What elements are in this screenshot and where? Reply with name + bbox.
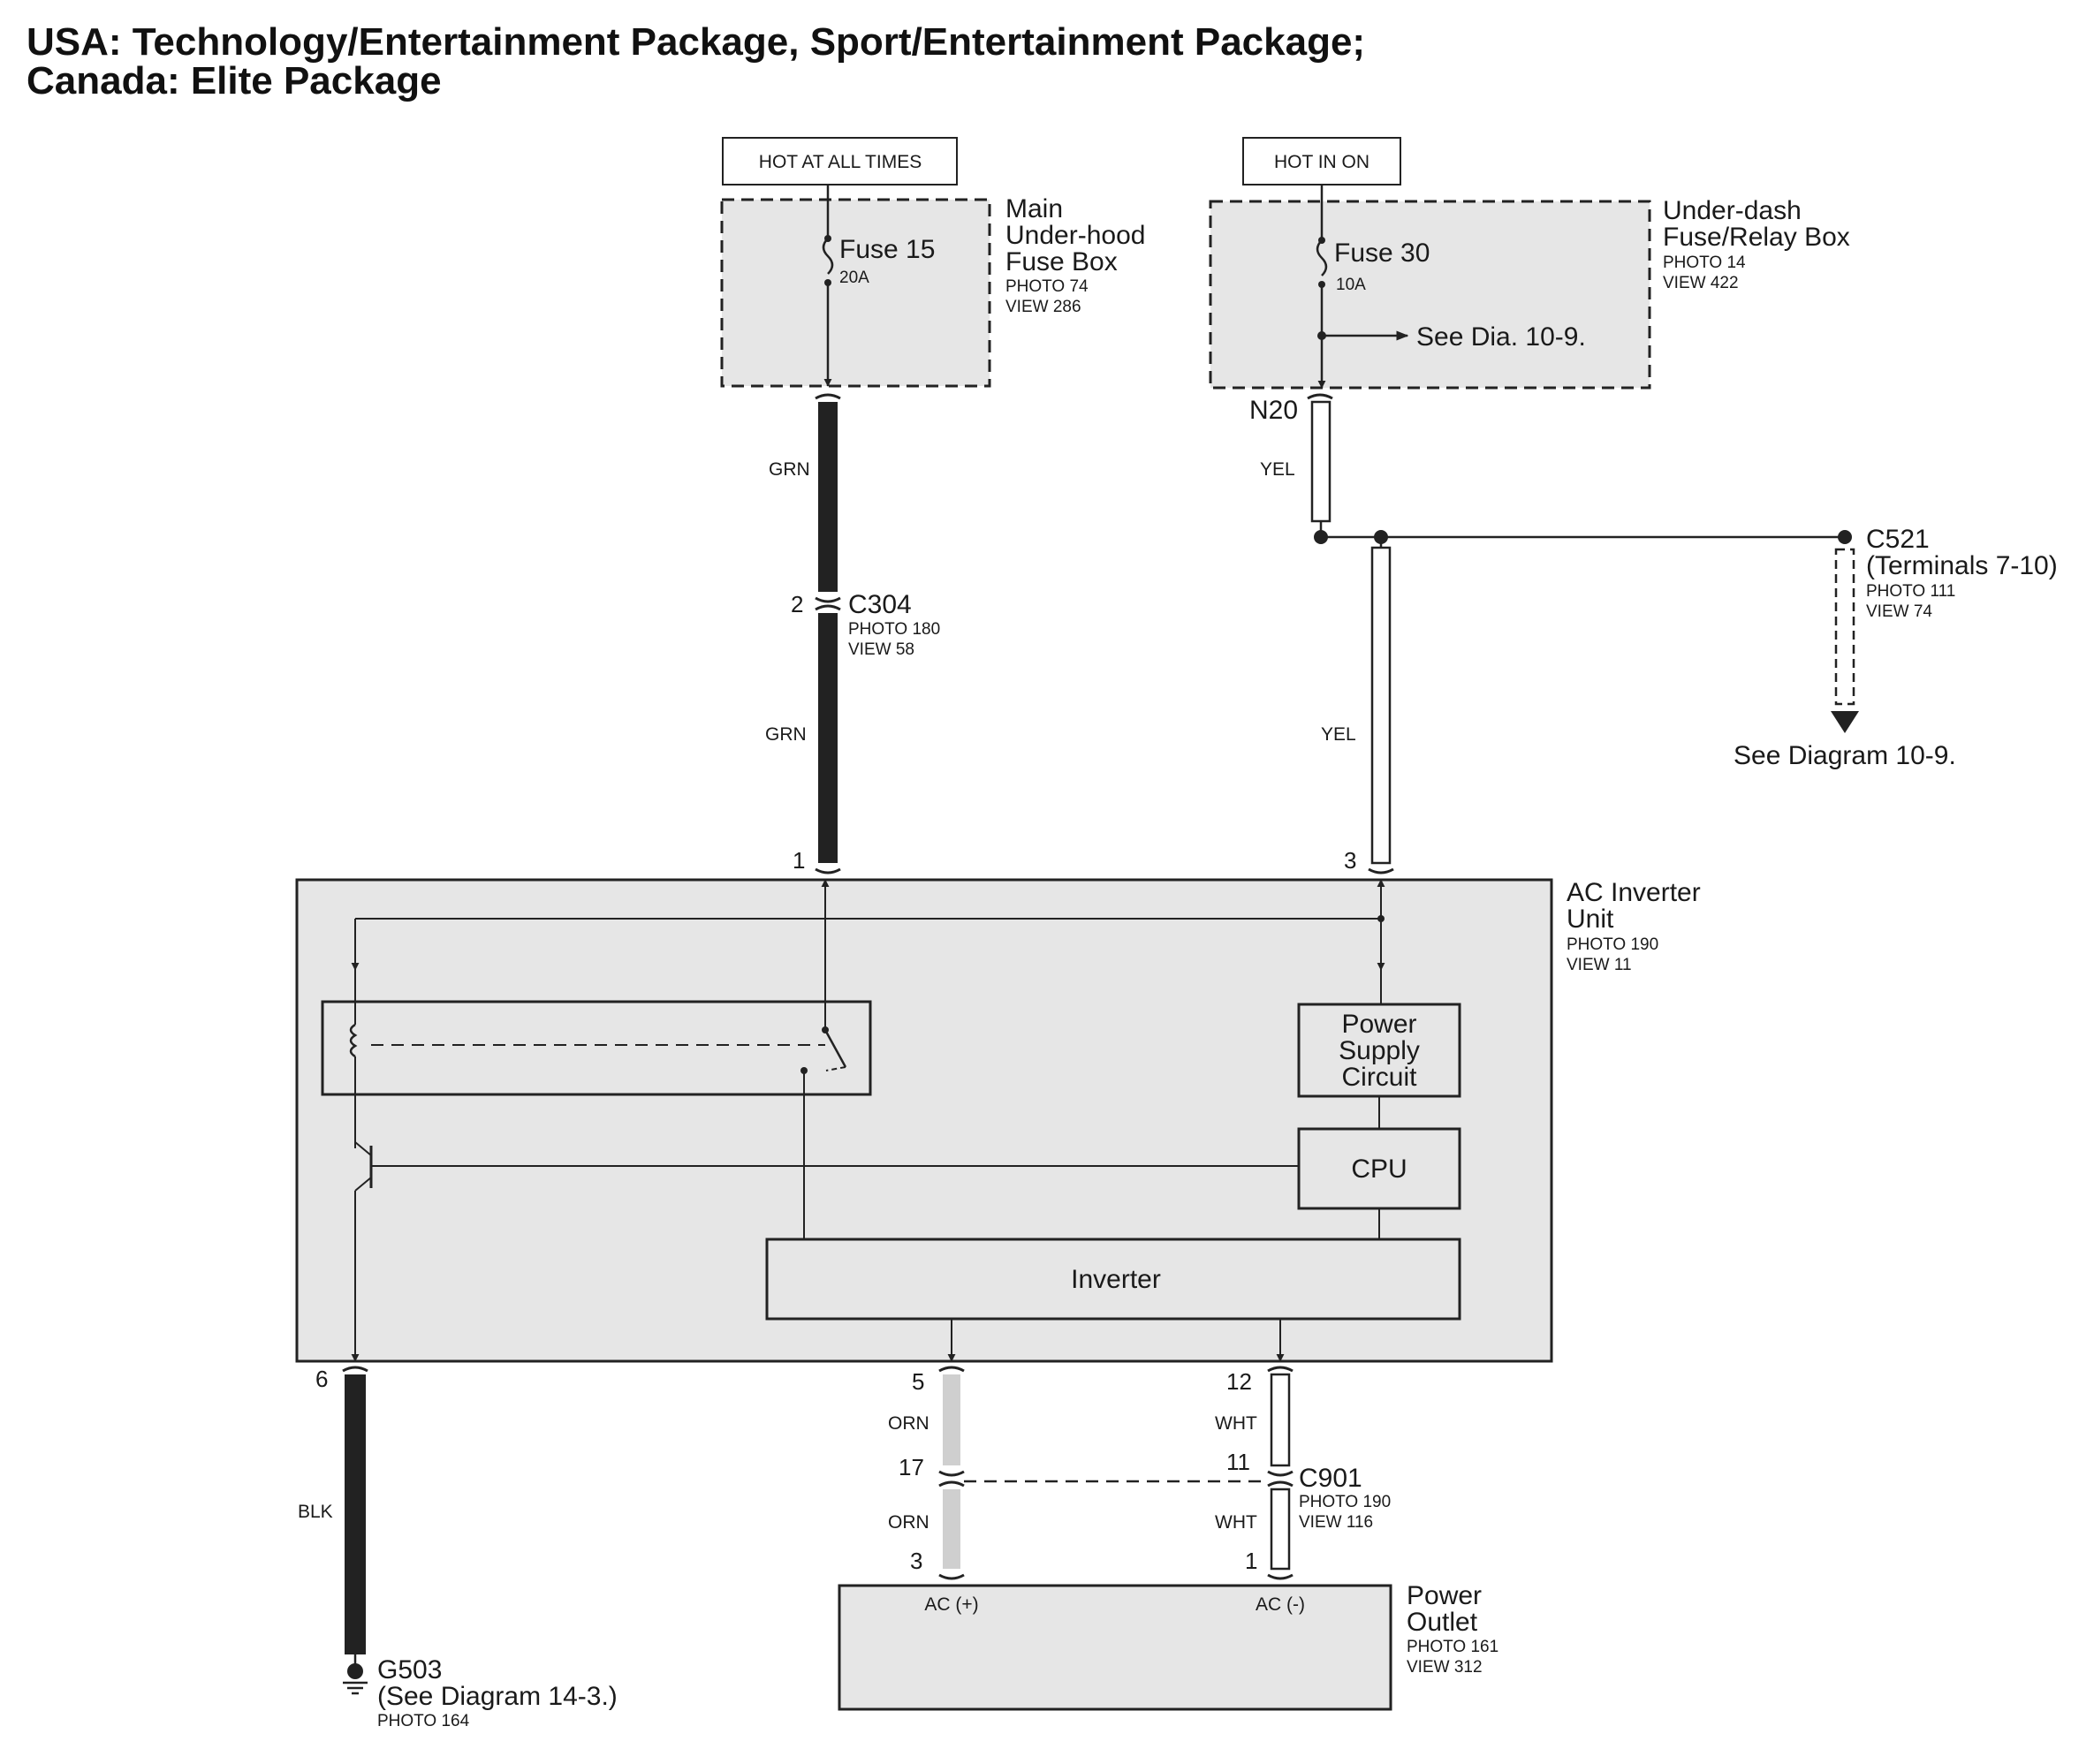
- yel-wire-label-top: YEL: [1260, 459, 1295, 480]
- yel-wire-bottom: [1368, 537, 1394, 874]
- ac-neg-pin: 12: [1226, 1368, 1252, 1395]
- c521-photo: PHOTO 111: [1866, 582, 1955, 601]
- c901-view: VIEW 116: [1299, 1513, 1373, 1532]
- c521-connector: C521: [1866, 525, 1930, 554]
- fuse-15-rating: 20A: [839, 269, 869, 287]
- power-outlet-name-2: Outlet: [1407, 1608, 1478, 1637]
- power-outlet-view: VIEW 312: [1407, 1658, 1483, 1677]
- fuse-15-label: Fuse 15: [839, 235, 935, 264]
- g503-photo: PHOTO 164: [377, 1712, 470, 1730]
- diagram-title-line1: USA: Technology/Entertainment Package, S…: [27, 20, 1366, 64]
- inverter-unit-photo: PHOTO 190: [1567, 935, 1658, 954]
- inverter-unit-name-1: AC Inverter: [1567, 878, 1701, 907]
- inverter-unit-view: VIEW 11: [1567, 956, 1632, 974]
- relay-box: [321, 1000, 872, 1096]
- svg-text:HOT IN ON: HOT IN ON: [1274, 152, 1369, 172]
- c901-pin-1: 1: [1245, 1548, 1257, 1574]
- c521-connector-wire: [1831, 548, 1859, 733]
- c304-connector: C304: [848, 590, 912, 619]
- n20-connector: N20: [1249, 396, 1298, 425]
- orn-wire: [938, 1366, 965, 1580]
- blk-wire: [342, 1366, 368, 1695]
- inverter-pin-3: 3: [1344, 847, 1356, 874]
- c901-pin-17: 17: [899, 1454, 924, 1480]
- c901-pin-3: 3: [910, 1548, 922, 1574]
- under-dash-fuse-relay-box: Fuse 30 10A See Dia. 10-9.: [1209, 185, 1651, 390]
- main-fuse-box-name-2: Under-hood: [1005, 221, 1145, 250]
- power-supply-circuit-block: [1297, 1003, 1461, 1098]
- orn-wire-label-bottom: ORN: [888, 1512, 929, 1533]
- main-fuse-box-name-1: Main: [1005, 194, 1063, 223]
- svg-text:Supply: Supply: [1339, 1036, 1420, 1065]
- svg-text:Inverter: Inverter: [1071, 1265, 1161, 1294]
- ac-pos-pin: 5: [912, 1368, 924, 1395]
- relay-coil-icon: [349, 1023, 358, 1058]
- inverter-pin-1: 1: [793, 847, 805, 874]
- fuse-30-rating: 10A: [1336, 276, 1366, 294]
- power-outlet-photo: PHOTO 161: [1407, 1638, 1498, 1656]
- relay-switch-icon: [823, 1029, 847, 1068]
- blk-wire-label: BLK: [298, 1502, 333, 1522]
- yel-wire-label-bottom: YEL: [1321, 724, 1356, 745]
- c304-view: VIEW 58: [848, 640, 914, 659]
- ground-icon: [347, 1663, 363, 1679]
- grn-wire-label-top: GRN: [769, 459, 810, 480]
- c901-pin-11: 11: [1226, 1449, 1250, 1475]
- hot-in-on-label: HOT IN ON: [1242, 137, 1401, 185]
- c901-connector: C901: [1299, 1464, 1362, 1493]
- diagram-title-line2: Canada: Elite Package: [27, 59, 442, 102]
- underdash-fuse-box-name-2: Fuse/Relay Box: [1663, 223, 1850, 252]
- g503-ground: G503: [377, 1655, 442, 1685]
- wht-wire: [1267, 1366, 1294, 1580]
- g503-see: (See Diagram 14-3.): [377, 1682, 618, 1711]
- see-diagram-10-9-text: See Diagram 10-9.: [1734, 741, 1956, 770]
- underdash-fuse-box-name-1: Under-dash: [1663, 196, 1802, 225]
- power-outlet: AC (+) AC (-): [838, 1584, 1392, 1711]
- ac-inverter-unit: 1 3: [295, 847, 1553, 1363]
- arrow-down-icon: [1831, 711, 1859, 733]
- c521-terminals: (Terminals 7-10): [1866, 551, 2058, 580]
- svg-text:CPU: CPU: [1351, 1155, 1407, 1184]
- fuse-30-label: Fuse 30: [1334, 238, 1430, 268]
- c304-pin: 2: [791, 591, 803, 617]
- wht-wire-label-top: WHT: [1215, 1413, 1257, 1434]
- grn-wire: [815, 393, 841, 874]
- main-fuse-box-photo: PHOTO 74: [1005, 277, 1089, 296]
- ac-pos-terminal: AC (+): [924, 1594, 978, 1615]
- wht-wire-label-bottom: WHT: [1215, 1512, 1257, 1533]
- c304-photo: PHOTO 180: [848, 620, 940, 639]
- power-outlet-name-1: Power: [1407, 1581, 1482, 1610]
- orn-wire-label-top: ORN: [888, 1413, 929, 1434]
- yel-wire-top: [1307, 393, 1852, 544]
- see-dia-10-9-text: See Dia. 10-9.: [1416, 322, 1586, 352]
- main-under-hood-fuse-box: Fuse 15 20A: [720, 185, 991, 388]
- main-fuse-box-view: VIEW 286: [1005, 298, 1081, 316]
- c521-view: VIEW 74: [1866, 602, 1932, 621]
- inverter-block: [765, 1238, 1461, 1321]
- svg-text:Power: Power: [1341, 1010, 1416, 1039]
- underdash-fuse-box-photo: PHOTO 14: [1663, 254, 1746, 272]
- underdash-fuse-box-view: VIEW 422: [1663, 274, 1739, 292]
- hot-at-all-times-label: HOT AT ALL TIMES: [722, 137, 958, 185]
- fuse-30-icon: [1316, 239, 1328, 276]
- c901-photo: PHOTO 190: [1299, 1493, 1391, 1511]
- ground-pin: 6: [315, 1366, 328, 1392]
- inverter-unit-name-2: Unit: [1567, 905, 1614, 934]
- fuse-15-icon: [822, 238, 834, 275]
- ac-neg-terminal: AC (-): [1256, 1594, 1305, 1615]
- svg-text:Circuit: Circuit: [1341, 1063, 1417, 1092]
- svg-text:HOT AT ALL TIMES: HOT AT ALL TIMES: [759, 152, 922, 172]
- main-fuse-box-name-3: Fuse Box: [1005, 247, 1118, 276]
- grn-wire-label-bottom: GRN: [765, 724, 807, 745]
